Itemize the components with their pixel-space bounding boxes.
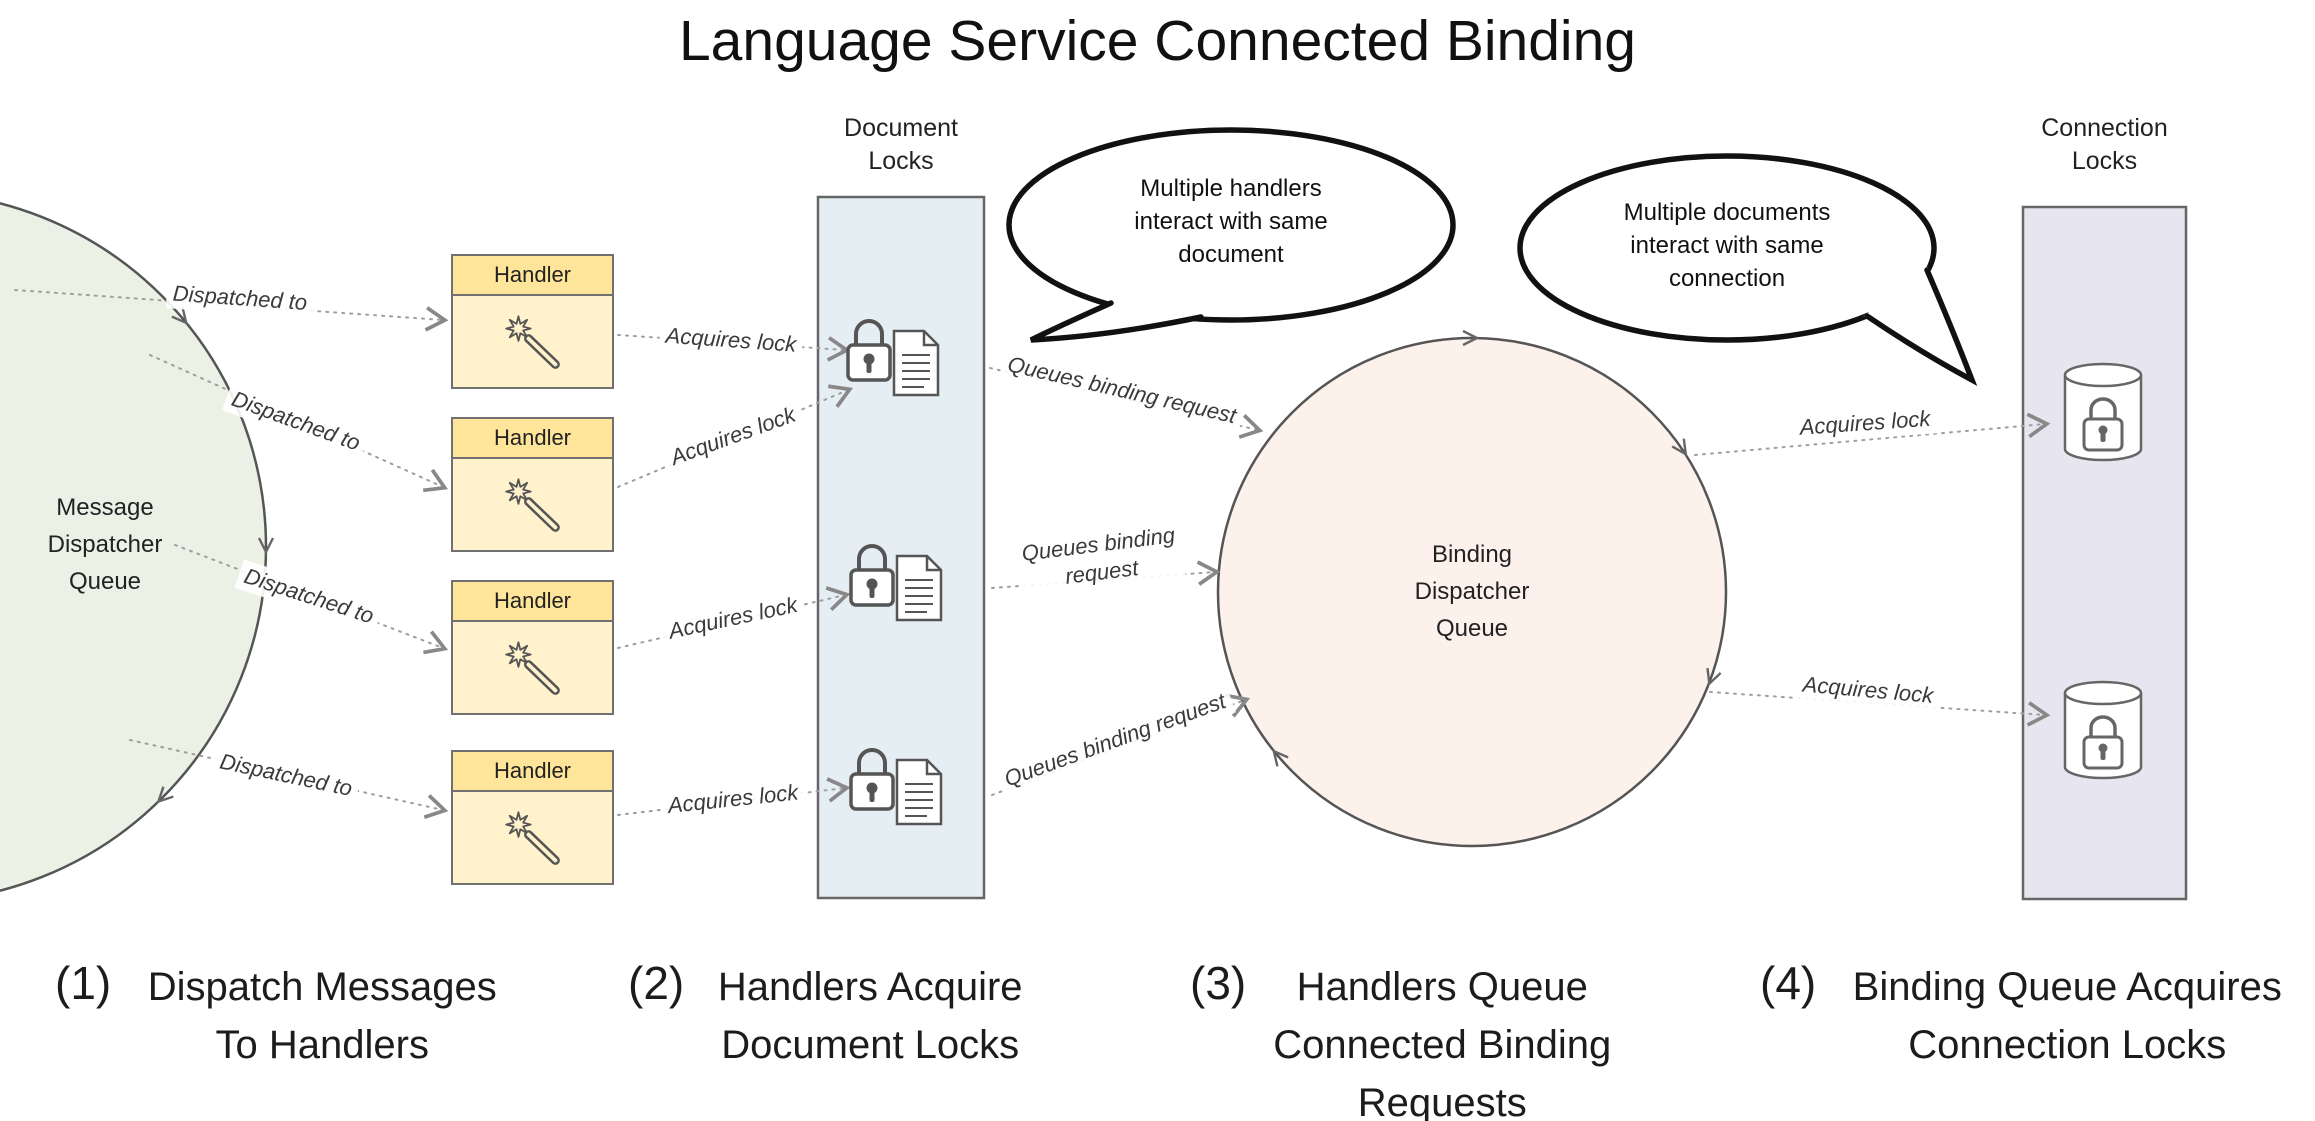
queue-direction-chevrons bbox=[156, 307, 1722, 804]
handler-box-3: Handler bbox=[451, 580, 614, 715]
caption-4: (4) Binding Queue Acquires Connection Lo… bbox=[1760, 957, 2302, 1074]
handler-body bbox=[453, 296, 612, 387]
edge-dispatched-to-1 bbox=[14, 289, 449, 332]
message-dispatcher-queue-label: Message Dispatcher Queue bbox=[47, 494, 163, 596]
connection-lock-icon-1 bbox=[2063, 362, 2143, 462]
handler-title: Handler bbox=[453, 419, 612, 459]
padlock-shackle-icon bbox=[2089, 397, 2117, 419]
caption-3-text: Handlers Queue Connected Binding Request… bbox=[1273, 965, 1612, 1121]
caption-2-text: Handlers Acquire Document Locks bbox=[717, 965, 1023, 1067]
caption-3: (3) Handlers Queue Connected Binding Req… bbox=[1190, 957, 1622, 1121]
message-dispatcher-queue-shape bbox=[0, 202, 268, 892]
document-lock-icon-3 bbox=[849, 748, 943, 826]
caption-2-number: (2) bbox=[628, 957, 685, 1009]
document-lock-icon-2 bbox=[849, 544, 943, 622]
binding-dispatcher-queue-label: Binding Dispatcher Queue bbox=[1414, 541, 1530, 643]
connection-locks-title: Connection Locks bbox=[2041, 114, 2168, 175]
speech-bubble-documents-text: Multiple documents interact with same co… bbox=[1623, 199, 1831, 293]
caption-2: (2) Handlers Acquire Document Locks bbox=[628, 957, 1040, 1074]
edge-acquires-lock-3 bbox=[617, 586, 851, 649]
wand-icon bbox=[504, 477, 560, 532]
handler-box-2: Handler bbox=[451, 417, 614, 552]
handler-title: Handler bbox=[453, 752, 612, 792]
wand-icon bbox=[504, 314, 560, 369]
connection-locks-panel bbox=[2021, 205, 2188, 901]
handler-title: Handler bbox=[453, 256, 612, 296]
document-lock-icon-1 bbox=[846, 319, 940, 397]
caption-3-number: (3) bbox=[1190, 957, 1247, 1009]
speech-bubble-handlers bbox=[1006, 127, 1456, 343]
wand-icon bbox=[504, 810, 560, 865]
wand-icon bbox=[504, 640, 560, 695]
document-locks-title: Document Locks bbox=[844, 114, 958, 175]
caption-1-text: Dispatch Messages To Handlers bbox=[147, 965, 497, 1067]
page-title: Language Service Connected Binding bbox=[678, 9, 1637, 73]
caption-1-number: (1) bbox=[55, 957, 112, 1009]
document-lines-icon bbox=[902, 354, 930, 388]
handler-body bbox=[453, 792, 612, 883]
handler-title: Handler bbox=[453, 582, 612, 622]
handler-body bbox=[453, 459, 612, 550]
speech-bubble-documents bbox=[1517, 153, 1978, 386]
binding-dispatcher-queue-shape bbox=[1216, 336, 1728, 848]
handler-box-4: Handler bbox=[451, 750, 614, 885]
edge-acquires-lock-2 bbox=[617, 384, 854, 488]
padlock-shackle-icon bbox=[854, 319, 884, 345]
handler-box-1: Handler bbox=[451, 254, 614, 389]
edge-conn-acquires-lock-1 bbox=[1694, 412, 2051, 456]
handler-body bbox=[453, 622, 612, 713]
caption-4-number: (4) bbox=[1760, 957, 1817, 1009]
speech-bubble-handlers-text: Multiple handlers interact with same doc… bbox=[1134, 175, 1328, 269]
caption-1: (1) Dispatch Messages To Handlers bbox=[55, 957, 517, 1074]
connection-lock-icon-2 bbox=[2063, 680, 2143, 780]
caption-4-text: Binding Queue Acquires Connection Locks bbox=[1852, 965, 2282, 1067]
